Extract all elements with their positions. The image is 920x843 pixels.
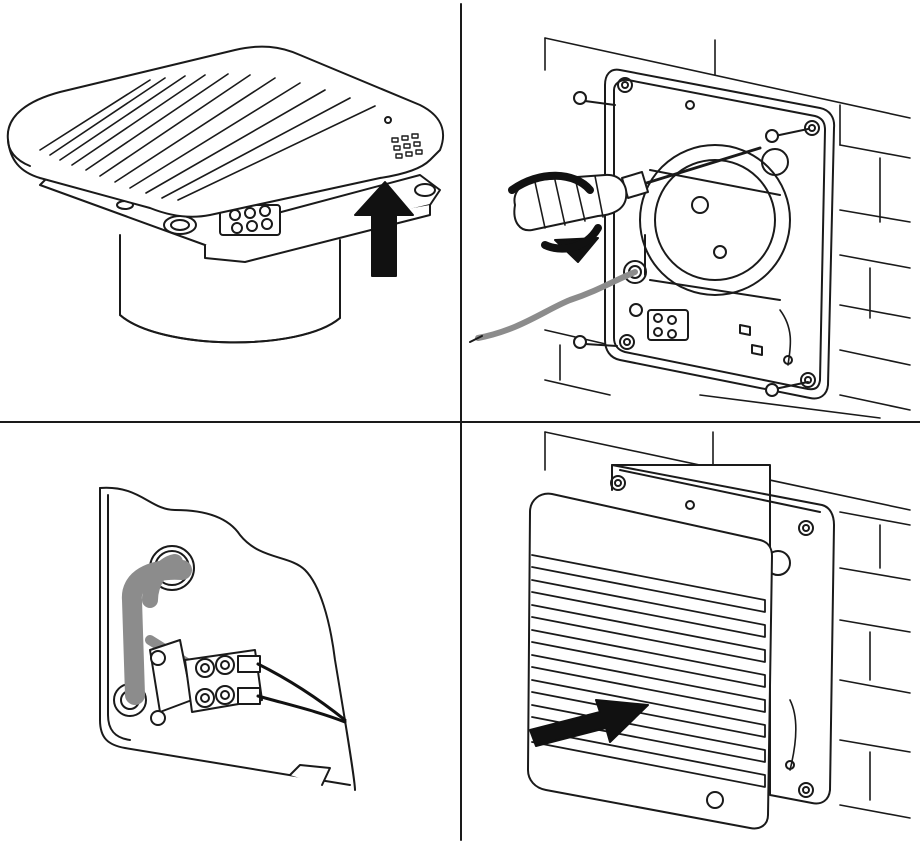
wires: [256, 662, 347, 724]
screw-icons: [573, 91, 809, 397]
screwdriver-rotate-icon: [508, 171, 602, 263]
wire-terminal-icon: [184, 649, 263, 713]
front-grille: [527, 492, 773, 830]
cable-clamp: [149, 639, 193, 726]
attach-grille-arrow-icon: [529, 699, 649, 747]
grille-louvers: [531, 554, 766, 788]
cable-1: [469, 269, 638, 343]
base-plate-closeup: [99, 486, 356, 791]
terminal-block-1: [219, 204, 281, 236]
remove-cover-arrow-up-icon: [354, 181, 414, 277]
cover-ribs: [39, 73, 376, 201]
panel-step-3: [99, 486, 356, 791]
wall-base-plate: [604, 68, 836, 400]
fan-duct-cylinder: [119, 234, 341, 344]
panel-dividers: [0, 3, 920, 841]
fan-cover: [6, 45, 445, 218]
panel-step-1: [6, 45, 445, 344]
screwdriver-icon: [513, 146, 762, 232]
wall-base-plate-2: [610, 464, 835, 805]
panel-step-4: [527, 431, 911, 830]
panel-step-2: [469, 37, 911, 419]
terminal-block-2: [629, 303, 689, 341]
cover-indicator-grid: [391, 133, 423, 159]
